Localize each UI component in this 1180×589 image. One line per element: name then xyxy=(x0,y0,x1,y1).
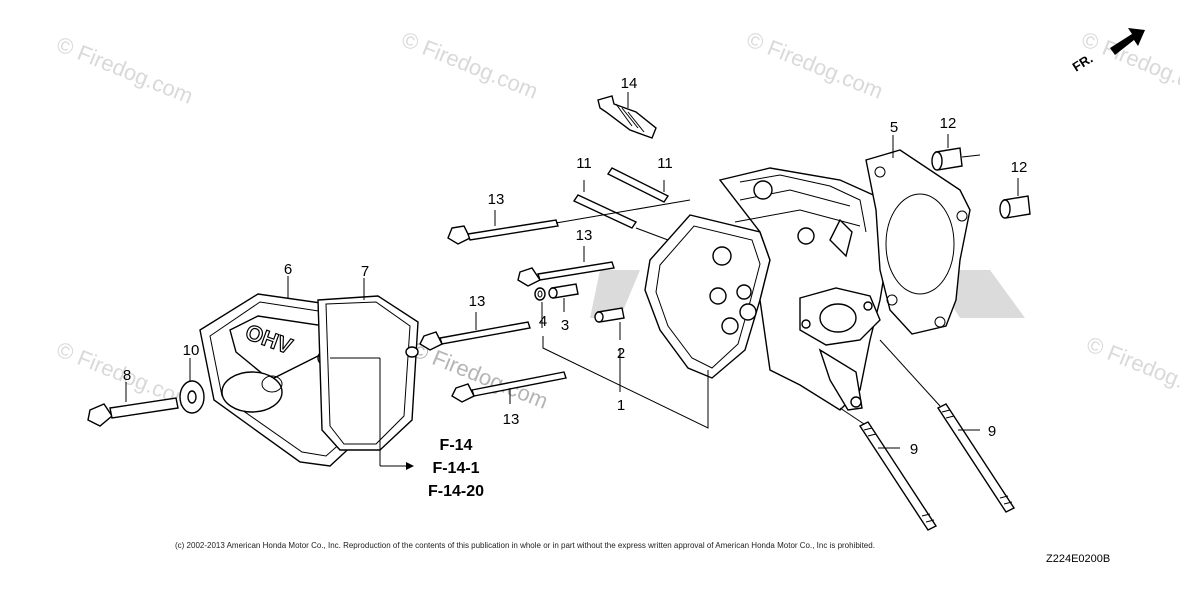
callout-13: 13 xyxy=(576,227,593,244)
flange-bolt xyxy=(517,261,615,287)
callout-3: 3 xyxy=(561,317,569,334)
callout-13: 13 xyxy=(488,191,505,208)
flange-bolt xyxy=(87,382,179,427)
stud-bolt xyxy=(572,167,670,241)
dowel-pin xyxy=(999,178,1031,219)
arrow-icon xyxy=(1110,28,1145,55)
watermark: © Firedog.com xyxy=(743,26,886,103)
reference-f14: F-14 xyxy=(440,437,473,454)
stud-bolt xyxy=(879,339,1016,513)
leader-lines xyxy=(287,210,709,429)
callout-12: 12 xyxy=(1011,159,1028,176)
flange-bolt xyxy=(451,371,567,403)
callout-13: 13 xyxy=(469,293,486,310)
cover-gasket xyxy=(317,295,419,451)
callout-11: 11 xyxy=(576,155,592,172)
callout-7: 7 xyxy=(361,263,369,280)
callout-12: 12 xyxy=(940,115,957,132)
washer xyxy=(534,287,546,301)
callout-4: 4 xyxy=(539,313,547,330)
figure-references: F-14 F-14-1 F-14-20 xyxy=(428,437,484,500)
copyright-notice: (c) 2002-2013 American Honda Motor Co., … xyxy=(175,541,875,550)
reference-leader xyxy=(330,357,414,470)
callout-9: 9 xyxy=(988,423,996,440)
reference-f14-1: F-14-1 xyxy=(432,460,479,477)
callout-13: 13 xyxy=(503,411,520,428)
dowel-pin xyxy=(548,283,579,299)
cylinder-head xyxy=(644,167,891,411)
dowel-pin xyxy=(594,307,625,323)
watermark: © Firedog.com xyxy=(398,26,541,103)
washer xyxy=(179,358,205,414)
watermark: © Firedog.com xyxy=(53,31,196,108)
spark-plug xyxy=(597,92,657,139)
stud-bolt xyxy=(839,407,938,531)
flange-bolt xyxy=(447,199,691,245)
callout-6: 6 xyxy=(284,261,292,278)
callout-8: 8 xyxy=(123,367,131,384)
callout-11: 11 xyxy=(657,155,673,172)
reference-f14-20: F-14-20 xyxy=(428,483,484,500)
diagram-code: Z224E0200B xyxy=(1046,553,1110,565)
dowel-pin xyxy=(931,134,981,171)
callout-10: 10 xyxy=(183,342,200,359)
callout-1: 1 xyxy=(617,397,625,414)
callout-5: 5 xyxy=(890,119,898,136)
flange-bolt xyxy=(419,321,531,351)
watermark: © Firedog.com xyxy=(1083,331,1180,408)
callout-labels: 1 2 3 4 5 6 7 8 9 9 10 11 11 12 12 13 13… xyxy=(123,75,1028,458)
callout-2: 2 xyxy=(617,345,625,362)
callout-9: 9 xyxy=(910,441,918,458)
callout-14: 14 xyxy=(621,75,638,92)
head-gasket xyxy=(865,135,971,335)
